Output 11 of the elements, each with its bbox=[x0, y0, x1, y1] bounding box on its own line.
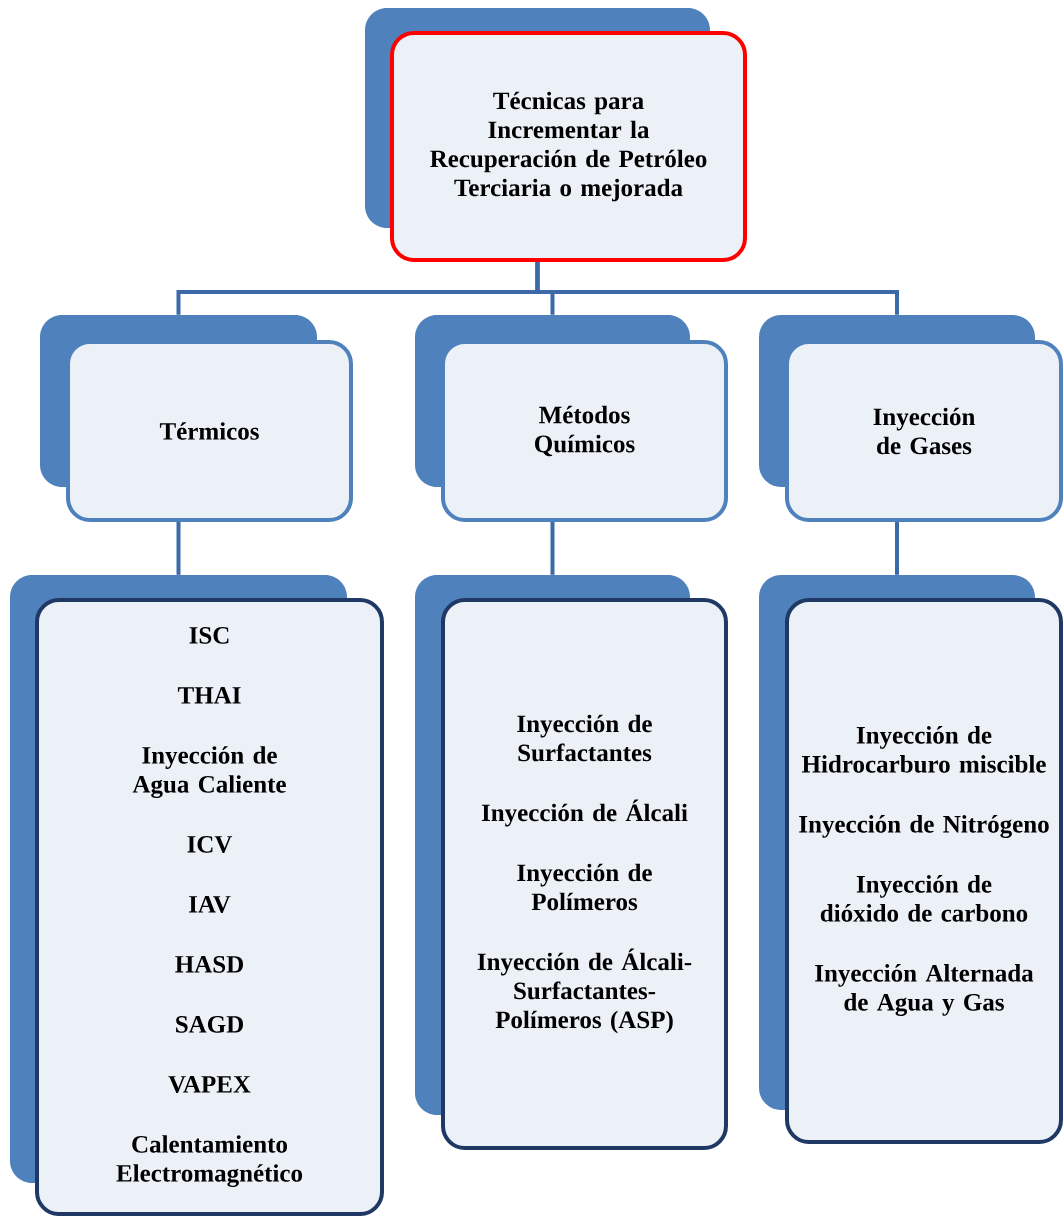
connector-line bbox=[895, 522, 899, 575]
category-box: Métodos Químicos bbox=[415, 315, 728, 522]
category-box: Inyección de Gases bbox=[759, 315, 1063, 522]
connector-line bbox=[176, 522, 181, 575]
method-list-box: ISC THAI Inyección de Agua Caliente ICV IAV HASD SAGD VAPEX Calentamiento Electromagnético bbox=[10, 575, 384, 1216]
connector-line bbox=[535, 262, 899, 315]
method-list-box: Inyección de Hidrocarburo miscible Inyección de Nitrógeno Inyección de dióxido de carbono Inyección Alternada de Agua y Gas bbox=[759, 575, 1063, 1144]
category-box: Térmicos bbox=[40, 315, 353, 522]
title-box: Técnicas para Incrementar la Recuperación de Petróleo Terciaria o mejorada bbox=[365, 8, 747, 262]
method-list-box: Inyección de Surfactantes Inyección de Álcali Inyección de Polímeros Inyección de Álcali-Surfactantes-Polímeros (ASP) bbox=[415, 575, 728, 1150]
connector-line bbox=[550, 522, 555, 575]
